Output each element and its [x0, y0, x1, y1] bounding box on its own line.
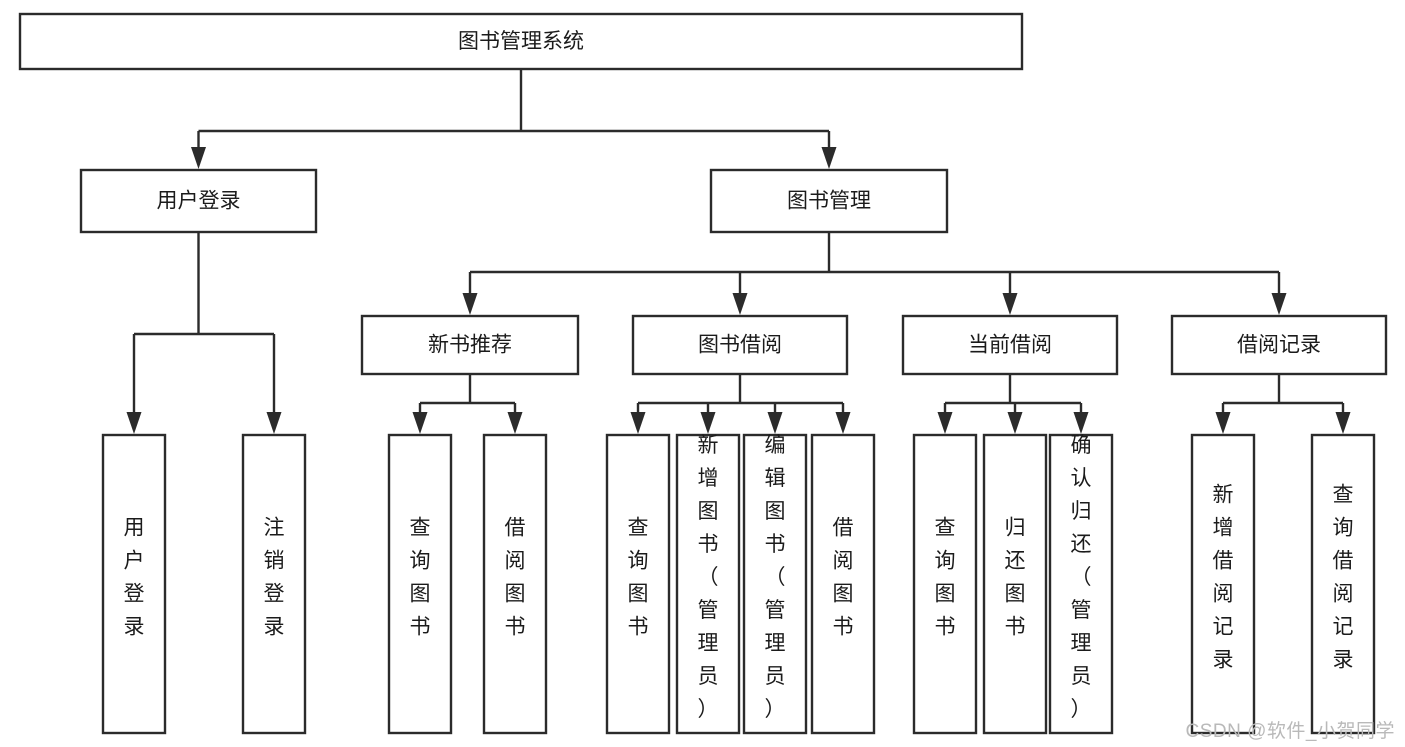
node-leaf-return-book[interactable]: 归还图书	[982, 433, 1048, 735]
arrow-head-icon	[412, 412, 428, 434]
node-leaf-confirm-return-box[interactable]	[1048, 433, 1114, 735]
node-leaf-edit-book[interactable]: 编辑图书（管理员）	[742, 433, 808, 735]
node-leaf-query-book-3[interactable]: 查询图书	[912, 433, 978, 735]
arrow-head-icon	[700, 412, 716, 434]
arrow-head-icon	[1335, 412, 1351, 434]
connector-layer	[126, 69, 1351, 434]
node-root[interactable]: 图书管理系统	[18, 12, 1024, 71]
node-leaf-confirm-return[interactable]: 确认归还（管理员）	[1048, 433, 1114, 735]
node-book-borrow[interactable]: 图书借阅	[631, 314, 849, 376]
node-leaf-query-book-2-label: 查询图书	[628, 517, 649, 639]
node-leaf-user-logout[interactable]: 注销登录	[241, 433, 307, 735]
node-new-book-recommend-label: 新书推荐	[428, 334, 512, 357]
connector-group-borrow-record	[1215, 374, 1351, 434]
arrow-head-icon	[507, 412, 523, 434]
node-leaf-edit-book-label: 编辑图书（管理员）	[765, 434, 786, 721]
arrow-head-icon	[1271, 293, 1287, 315]
node-layer: 图书管理系统用户登录图书管理新书推荐图书借阅当前借阅借阅记录用户登录注销登录查询…	[18, 12, 1388, 735]
connector-group-current-borrow	[937, 374, 1089, 434]
node-borrow-record-label: 借阅记录	[1237, 334, 1321, 357]
node-user-login-label: 用户登录	[157, 190, 241, 213]
node-leaf-user-login-box[interactable]	[101, 433, 167, 735]
arrow-head-icon	[937, 412, 953, 434]
node-leaf-return-book-box[interactable]	[982, 433, 1048, 735]
node-root-label: 图书管理系统	[458, 30, 584, 53]
node-current-borrow[interactable]: 当前借阅	[901, 314, 1119, 376]
connector-group-user-login	[126, 232, 282, 434]
node-new-book-recommend-box[interactable]	[360, 314, 580, 376]
node-leaf-query-book-2[interactable]: 查询图书	[605, 433, 671, 735]
node-book-management-label: 图书管理	[787, 190, 871, 213]
node-leaf-add-record[interactable]: 新增借阅记录	[1190, 433, 1256, 735]
node-leaf-user-login[interactable]: 用户登录	[101, 433, 167, 735]
node-leaf-query-book-2-box[interactable]	[605, 433, 671, 735]
node-leaf-add-book[interactable]: 新增图书（管理员）	[675, 433, 741, 735]
node-leaf-confirm-return-label: 确认归还（管理员）	[1071, 434, 1092, 721]
arrow-head-icon	[1215, 412, 1231, 434]
node-book-borrow-label: 图书借阅	[698, 334, 782, 357]
node-leaf-user-logout-label: 注销登录	[264, 517, 285, 639]
node-user-login[interactable]: 用户登录	[79, 168, 318, 234]
node-borrow-record-box[interactable]	[1170, 314, 1388, 376]
arrow-head-icon	[191, 147, 206, 169]
node-leaf-borrow-book-2[interactable]: 借阅图书	[810, 433, 876, 735]
node-leaf-query-book-3-box[interactable]	[912, 433, 978, 735]
arrow-head-icon	[835, 412, 851, 434]
connector-group-new-book-recommend	[412, 374, 523, 434]
node-leaf-borrow-book-2-label: 借阅图书	[833, 517, 854, 639]
node-leaf-add-book-box[interactable]	[675, 433, 741, 735]
connector-group-book-management	[462, 232, 1287, 315]
node-leaf-borrow-book-1[interactable]: 借阅图书	[482, 433, 548, 735]
arrow-head-icon	[126, 412, 142, 434]
node-leaf-query-record[interactable]: 查询借阅记录	[1310, 433, 1376, 735]
node-book-borrow-box[interactable]	[631, 314, 849, 376]
connector-group-root	[191, 69, 837, 169]
node-leaf-add-record-box[interactable]	[1190, 433, 1256, 735]
arrow-head-icon	[821, 147, 837, 169]
connector-group-book-borrow	[630, 374, 851, 434]
csdn-watermark: CSDN @软件_小贺同学	[1185, 721, 1395, 742]
node-book-management[interactable]: 图书管理	[709, 168, 949, 234]
node-leaf-query-book-1[interactable]: 查询图书	[387, 433, 453, 735]
arrow-head-icon	[732, 293, 748, 315]
arrow-head-icon	[1073, 412, 1089, 434]
node-current-borrow-box[interactable]	[901, 314, 1119, 376]
node-leaf-query-record-label: 查询借阅记录	[1333, 484, 1354, 672]
node-leaf-user-login-label: 用户登录	[124, 517, 145, 639]
node-leaf-query-book-3-label: 查询图书	[935, 517, 956, 639]
node-root-box[interactable]	[18, 12, 1024, 71]
node-leaf-add-book-label: 新增图书（管理员）	[698, 434, 719, 721]
node-borrow-record[interactable]: 借阅记录	[1170, 314, 1388, 376]
node-leaf-add-record-label: 新增借阅记录	[1213, 484, 1234, 672]
node-new-book-recommend[interactable]: 新书推荐	[360, 314, 580, 376]
node-leaf-query-record-box[interactable]	[1310, 433, 1376, 735]
node-user-login-box[interactable]	[79, 168, 318, 234]
node-leaf-user-logout-box[interactable]	[241, 433, 307, 735]
arrow-head-icon	[266, 412, 282, 434]
arrow-head-icon	[1002, 293, 1018, 315]
node-leaf-borrow-book-2-box[interactable]	[810, 433, 876, 735]
node-leaf-edit-book-box[interactable]	[742, 433, 808, 735]
node-leaf-query-book-1-box[interactable]	[387, 433, 453, 735]
arrow-head-icon	[1007, 412, 1023, 434]
arrow-head-icon	[767, 412, 783, 434]
node-leaf-borrow-book-1-label: 借阅图书	[505, 517, 526, 639]
arrow-head-icon	[462, 293, 478, 315]
node-book-management-box[interactable]	[709, 168, 949, 234]
node-leaf-borrow-book-1-box[interactable]	[482, 433, 548, 735]
node-leaf-return-book-label: 归还图书	[1005, 517, 1026, 639]
node-current-borrow-label: 当前借阅	[968, 334, 1052, 357]
arrow-head-icon	[630, 412, 646, 434]
node-leaf-query-book-1-label: 查询图书	[410, 517, 431, 639]
